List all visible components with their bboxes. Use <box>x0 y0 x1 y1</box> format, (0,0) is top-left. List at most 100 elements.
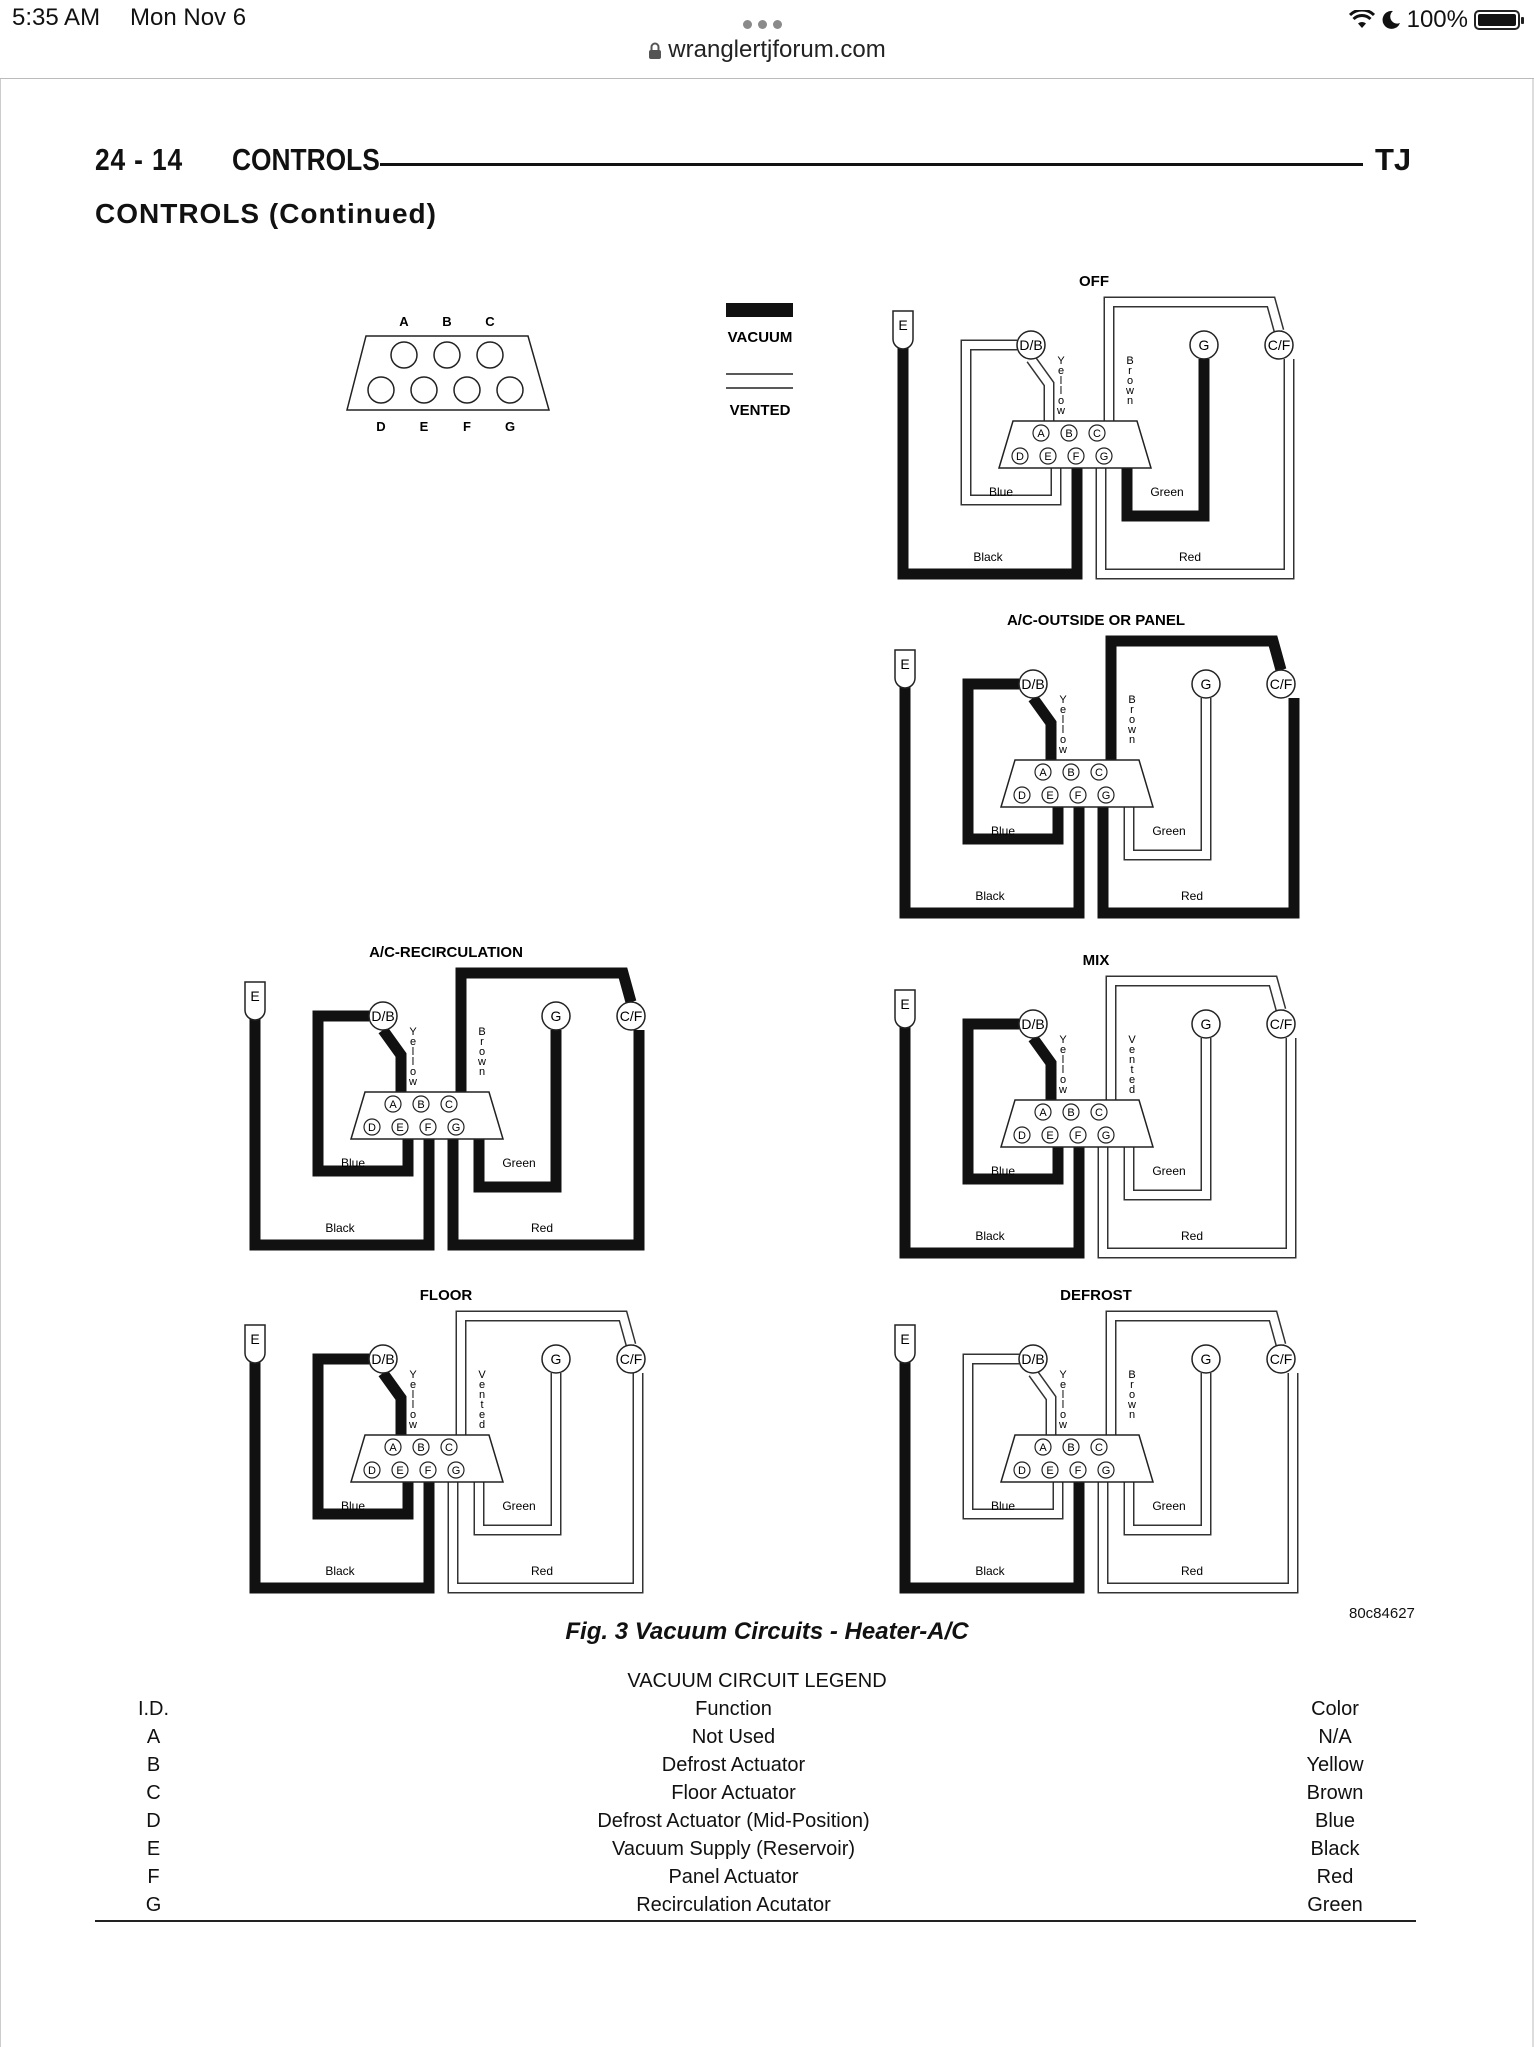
black-line-label: Black <box>325 1564 355 1578</box>
address-bar[interactable]: wranglertjforum.com <box>0 36 1534 76</box>
port-e <box>894 649 916 689</box>
hub-port <box>1013 1461 1031 1479</box>
connector-port-label: B <box>442 314 451 329</box>
hub-port <box>1097 786 1115 804</box>
page-subtitle: CONTROLS (Continued) <box>95 198 437 229</box>
brown-line <box>455 1310 637 1435</box>
hub-port-label: D <box>1018 790 1026 802</box>
figure-code: 80c84627 <box>1349 1605 1415 1622</box>
hub-port-label: D <box>1016 451 1024 463</box>
connector-port <box>476 341 504 369</box>
panel-title: A/C-OUTSIDE OR PANEL <box>1007 612 1185 629</box>
hub-port <box>1090 1438 1108 1456</box>
hub-port <box>1034 763 1052 781</box>
blue-line-label: Blue <box>989 485 1013 499</box>
port-db-label: D/B <box>1021 1351 1044 1367</box>
legend-id: C <box>146 1782 161 1804</box>
hub-port-label: G <box>452 1122 461 1134</box>
hub-port-label: F <box>1073 451 1080 463</box>
red-line-label: Red <box>1181 889 1203 903</box>
hub-port-label: D <box>368 1122 376 1134</box>
hub-port-label: F <box>425 1465 432 1477</box>
port-g <box>1189 330 1219 360</box>
port-e-label: E <box>900 656 909 672</box>
hub-port-label: C <box>445 1099 453 1111</box>
black-line-label: Black <box>975 1229 1005 1243</box>
connector-port-label: F <box>463 419 471 434</box>
legend-id: A <box>146 1726 161 1748</box>
hub-port-label: C <box>445 1442 453 1454</box>
hub-port <box>412 1095 430 1113</box>
hub-port <box>1013 1126 1031 1144</box>
port-e <box>894 1324 916 1364</box>
vented-key-label: VENTED <box>730 402 791 419</box>
battery-fill <box>1478 14 1516 26</box>
blue-line <box>962 1018 1064 1185</box>
port-cf-label: C/F <box>1268 337 1291 353</box>
hub-port-label: A <box>1039 1107 1047 1119</box>
hub-port-label: D <box>1018 1130 1026 1142</box>
hub-port <box>1097 1461 1115 1479</box>
connector-port <box>367 376 395 404</box>
header-rule <box>380 163 1363 166</box>
hub-port-label: F <box>1075 1465 1082 1477</box>
legend-function: Defrost Actuator <box>661 1754 806 1776</box>
moon-icon <box>1382 10 1400 29</box>
connector-port <box>433 341 461 369</box>
multitasking-dots-icon[interactable] <box>743 16 791 29</box>
hub-port <box>1041 786 1059 804</box>
legend-id: E <box>146 1838 161 1860</box>
black-line-label: Black <box>325 1221 355 1235</box>
hub-port-label: A <box>389 1442 397 1454</box>
port-g-label: G <box>1201 1351 1212 1367</box>
port-cf <box>1266 1009 1296 1039</box>
port-cf-label: C/F <box>1270 676 1293 692</box>
port-cf-label: C/F <box>1270 1351 1293 1367</box>
hub-port <box>1069 1126 1087 1144</box>
blue-line-label: Blue <box>991 1164 1015 1178</box>
hub-port-label: G <box>1100 451 1109 463</box>
black-line-label: Black <box>973 550 1003 564</box>
hub-port-label: D <box>368 1465 376 1477</box>
yellow-line <box>378 1369 407 1435</box>
legend-color: Yellow <box>1306 1754 1364 1776</box>
hub-port-label: E <box>1046 1130 1053 1142</box>
blue-line-label: Blue <box>991 824 1015 838</box>
hub-port-label: G <box>1102 1465 1111 1477</box>
hub-port <box>1088 424 1106 442</box>
legend-title: VACUUM CIRCUIT LEGEND <box>627 1670 887 1692</box>
black-line-label: Black <box>975 889 1005 903</box>
port-g <box>1191 1344 1221 1374</box>
hub-port <box>1041 1461 1059 1479</box>
legend-id: F <box>147 1866 160 1888</box>
black-line <box>899 1026 1085 1259</box>
connector-port-label: C <box>485 314 495 329</box>
green-line-label: Green <box>1152 1499 1185 1513</box>
hub-port <box>1069 786 1087 804</box>
hub-port <box>384 1095 402 1113</box>
port-e-label: E <box>900 1331 909 1347</box>
black-line <box>249 1361 435 1594</box>
vacuum-swatch <box>726 303 793 317</box>
panel-title: A/C-RECIRCULATION <box>369 944 523 961</box>
blue-line-label: Blue <box>341 1156 365 1170</box>
black-line <box>249 1018 435 1251</box>
green-line <box>1121 359 1210 522</box>
legend-function: Vacuum Supply (Reservoir) <box>611 1838 856 1860</box>
hub-port <box>1095 447 1113 465</box>
hub-port <box>1032 424 1050 442</box>
connector-port-label: E <box>420 419 429 434</box>
toolbar-divider <box>0 78 1534 79</box>
hub-port-label: C <box>1095 1107 1103 1119</box>
hub-port <box>419 1461 437 1479</box>
yellow-line <box>1028 1034 1057 1100</box>
port-db <box>1018 669 1048 699</box>
status-time: 5:35 AM <box>12 4 101 31</box>
port-cf-label: C/F <box>620 1351 643 1367</box>
red-line-label: Red <box>1181 1229 1203 1243</box>
hub-port-label: E <box>1044 451 1051 463</box>
